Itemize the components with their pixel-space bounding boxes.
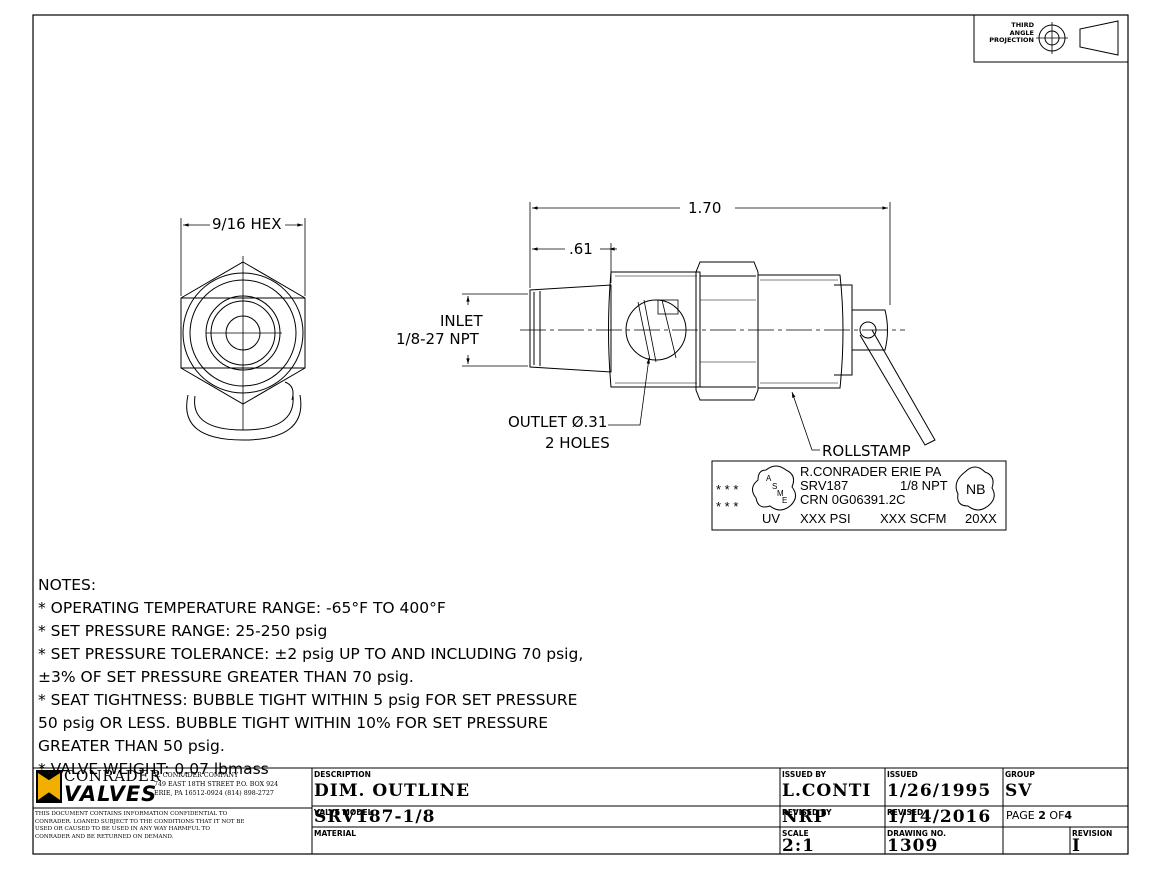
stamp-crn: CRN 0G06391.2C (800, 492, 906, 507)
page-number: 2 (1038, 809, 1046, 822)
projection-line2: ANGLE (1009, 28, 1034, 37)
revision-label: REVISION (1072, 829, 1113, 838)
rollstamp-label: ROLLSTAMP (822, 442, 911, 460)
revised-value: 1/14/2016 (887, 807, 992, 827)
side-view-valve (529, 261, 936, 446)
page-of: OF (1049, 809, 1065, 822)
hex-dim-label: 9/16 HEX (212, 215, 282, 233)
issued-value: 1/26/1995 (887, 781, 992, 801)
inlet-label: INLET (440, 312, 483, 330)
note-line: GREATER THAN 50 psig. (38, 737, 225, 755)
projection-line1: THIRD (1011, 21, 1034, 29)
notes: NOTES: * OPERATING TEMPERATURE RANGE: -6… (38, 574, 583, 781)
issued-label: ISSUED (887, 770, 918, 779)
material-label: MATERIAL (314, 829, 357, 838)
outlet-holes-label: 2 HOLES (545, 434, 610, 452)
asme-a: A (766, 474, 772, 483)
revised-label: REVISED (887, 808, 924, 817)
stamp-psi: XXX PSI (800, 511, 851, 526)
asme-s: S (772, 482, 778, 491)
stamp-npt: 1/8 NPT (900, 478, 948, 493)
group-value: SV (1005, 781, 1033, 801)
stamp-uv: UV (762, 511, 781, 526)
revised-by-label: REVISED BY (782, 808, 832, 817)
revised-by-value: NRP (782, 807, 828, 827)
stamp-scfm: XXX SCFM (880, 511, 947, 526)
stamp-maker: R.CONRADER ERIE PA (800, 464, 942, 479)
projection-symbol (973, 14, 1129, 63)
stamp-stars-2: * * * (716, 499, 739, 514)
drawing-no-label: DRAWING NO. (887, 829, 946, 838)
issued-by-label: ISSUED BY (782, 770, 827, 779)
page-prefix: PAGE (1006, 809, 1035, 822)
page-total: 4 (1064, 809, 1073, 822)
legal-line: USED OR CAUSED TO BE USED IN ANY WAY HAR… (35, 826, 210, 833)
sheet-border (32, 14, 1129, 855)
projection-label: THIRD ANGLE PROJECTION (976, 21, 1034, 45)
note-line: * OPERATING TEMPERATURE RANGE: -65°F TO … (38, 599, 446, 617)
logo-bottom-text: VALVES (64, 782, 158, 806)
hex-dimension (180, 218, 306, 296)
stamp-model: SRV187 (800, 478, 849, 493)
legal-notice: THIS DOCUMENT CONTAINS INFORMATION CONFI… (35, 811, 245, 841)
note-line: * VALVE WEIGHT: 0.07 lbmass (38, 760, 269, 778)
rollstamp-box (711, 460, 1007, 531)
notes-heading: NOTES: (38, 576, 97, 594)
description-value: DIM. OUTLINE (314, 781, 471, 801)
description-label: DESCRIPTION (314, 770, 371, 779)
nb-mark: NB (966, 481, 986, 497)
note-line: 50 psig OR LESS. BUBBLE TIGHT WITHIN 10%… (38, 714, 549, 732)
logo-top-text: CONRADER (64, 767, 162, 785)
scale-label: SCALE (782, 829, 809, 838)
group-label: GROUP (1005, 770, 1035, 779)
note-line: ±3% OF SET PRESSURE GREATER THAN 70 psig… (38, 668, 414, 686)
revision-value: I (1072, 836, 1081, 856)
side-dimensions (462, 202, 891, 451)
page-indicator: PAGE 2 OF4 (1006, 809, 1072, 822)
inlet-length-label: .61 (569, 240, 593, 258)
scale-value: 2:1 (782, 836, 815, 856)
drawing-no-value: 1309 (887, 836, 939, 856)
asme-e: E (782, 496, 788, 505)
valve-model-value: SRV187-1/8 (314, 807, 436, 827)
note-line: * SET PRESSURE TOLERANCE: ±2 psig UP TO … (38, 645, 584, 663)
end-view-hex (180, 256, 306, 441)
legal-line: THIS DOCUMENT CONTAINS INFORMATION CONFI… (35, 811, 228, 817)
inlet-thread-label: 1/8-27 NPT (396, 330, 479, 348)
overall-length-label: 1.70 (688, 199, 722, 217)
asme-m: M (777, 489, 784, 498)
note-line: * SEAT TIGHTNESS: BUBBLE TIGHT WITHIN 5 … (38, 691, 578, 709)
issued-by-value: L.CONTI (782, 781, 872, 801)
company-address1: 749 EAST 18TH STREET P.O. BOX 924 (154, 781, 279, 788)
projection-line3: PROJECTION (989, 36, 1034, 44)
legal-line: CONRADER AND BE RETURNED ON DEMAND. (35, 833, 174, 840)
outlet-label: OUTLET Ø.31 (508, 413, 608, 431)
stamp-stars-1: * * * (716, 482, 739, 497)
stamp-year: 20XX (965, 511, 997, 526)
company-address2: ERIE, PA 16512-0924 (814) 898-2727 (154, 790, 274, 797)
company-name: R. CONRADER COMPANY (154, 772, 239, 779)
note-line: * SET PRESSURE RANGE: 25-250 psig (38, 622, 328, 640)
valve-model-label: VALVE MODEL (314, 808, 373, 817)
title-block-lines (33, 767, 1128, 854)
conrader-logo-icon (36, 770, 62, 803)
legal-line: CONRADER. LOANED SUBJECT TO THE CONDITIO… (35, 818, 245, 825)
